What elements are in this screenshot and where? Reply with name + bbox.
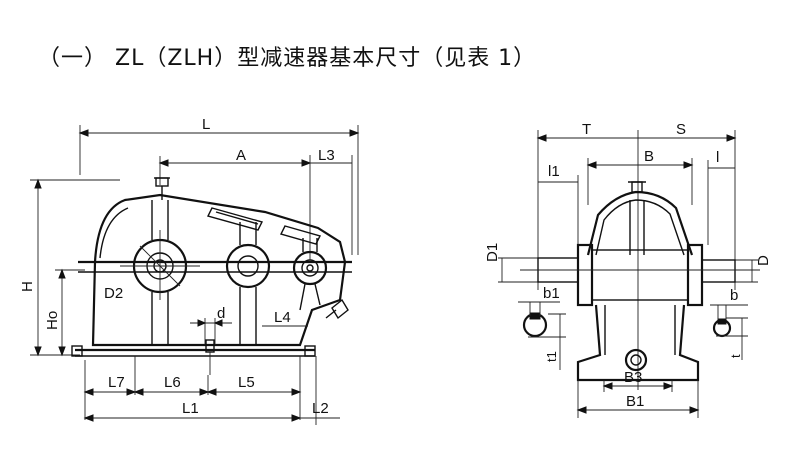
front-view: L A L3 H Ho — [19, 116, 360, 425]
label-D: D — [755, 255, 772, 266]
label-L4: L4 — [274, 309, 291, 326]
label-d: d — [217, 305, 225, 322]
label-b1: b1 — [543, 285, 560, 302]
label-S: S — [676, 121, 686, 138]
label-D1: D1 — [484, 243, 501, 262]
label-b: b — [730, 287, 738, 304]
label-L3: L3 — [318, 147, 335, 164]
label-l1: l1 — [548, 163, 560, 180]
label-L2: L2 — [312, 400, 329, 417]
label-B: B — [644, 148, 654, 165]
label-B3: B3 — [624, 369, 642, 386]
label-T: T — [582, 121, 591, 138]
label-L6: L6 — [164, 374, 181, 391]
label-Ho: Ho — [44, 311, 61, 330]
label-l: l — [716, 149, 719, 166]
label-L: L — [202, 116, 210, 133]
label-H: H — [19, 281, 36, 292]
side-view: T S B l1 l D1 D — [484, 121, 772, 418]
label-L5: L5 — [238, 374, 255, 391]
label-L1: L1 — [182, 400, 199, 417]
label-t1: t1 — [544, 351, 559, 362]
label-D2: D2 — [104, 285, 123, 302]
label-t: t — [728, 354, 743, 358]
page-title: （一） ZL（ZLH）型减速器基本尺寸（见表 1） — [38, 46, 537, 71]
label-L7: L7 — [108, 374, 125, 391]
label-B1: B1 — [626, 393, 644, 410]
label-A: A — [236, 147, 246, 164]
